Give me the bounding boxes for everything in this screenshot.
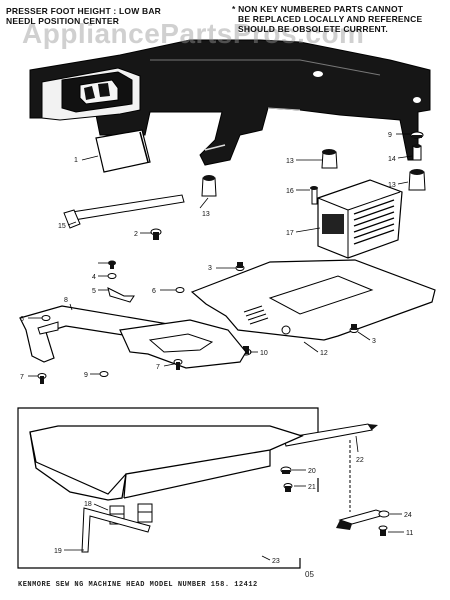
callout-9a: 9 (388, 132, 392, 139)
part-1-cover-plate (95, 129, 151, 173)
callout-14: 14 (388, 156, 396, 163)
callout-11: 11 (406, 530, 413, 537)
callout-15: 15 (58, 223, 66, 230)
part-2-screw (150, 228, 162, 240)
callout-16: 16 (286, 188, 294, 195)
part-19-l-rod (81, 507, 151, 553)
nonkey-note-line1: * NON KEY NUMBERED PARTS CANNOT (232, 4, 404, 14)
part-8-channel-bracket (19, 305, 185, 363)
callout-18: 18 (84, 501, 92, 508)
extension-table (29, 425, 304, 501)
part-20-21-screws (280, 466, 293, 492)
part-9-14-right-stack (410, 131, 424, 161)
callout-5: 5 (92, 288, 96, 295)
callout-2: 2 (134, 231, 138, 238)
middle-bracket (119, 319, 247, 369)
callout-24: 24 (404, 512, 412, 519)
part-17-bracket-box (317, 179, 403, 259)
callout-numbers: 1 2 3 3 4 5 6 6 7 7 8 9 9 10 11 12 13 13… (20, 132, 413, 565)
nonkey-note-line2: BE REPLACED LOCALLY AND REFERENCE (238, 14, 423, 24)
callout-3a: 3 (208, 265, 212, 272)
callout-1: 1 (74, 157, 78, 164)
callout-7b: 7 (156, 364, 160, 371)
machine-head-casting (29, 39, 431, 166)
small-screws-left (37, 260, 185, 384)
presser-foot-note-line1: PRESSER FOOT HEIGHT : LOW BAR (6, 6, 162, 16)
watermark-text: AppliancePartsPros.com (22, 18, 365, 49)
callout-10: 10 (260, 350, 268, 357)
callout-12: 12 (320, 350, 328, 357)
leader-lines-lower (64, 435, 404, 561)
callout-9b: 9 (84, 372, 88, 379)
callout-19: 19 (54, 548, 62, 555)
part-12-base-plate (190, 259, 436, 341)
part-15-pin (63, 194, 185, 229)
callout-20: 20 (308, 468, 316, 475)
callout-22: 22 (356, 457, 364, 464)
part-13-rubber-feet (201, 149, 426, 197)
callout-23: 23 (272, 558, 280, 565)
callout-7a: 7 (20, 374, 24, 381)
callout-21: 21 (308, 484, 316, 491)
part-24-11-bracket (336, 440, 390, 536)
callout-6a: 6 (20, 316, 24, 323)
callout-17: 17 (286, 230, 294, 237)
page-number: 05 (305, 570, 314, 579)
callout-3b: 3 (372, 338, 376, 345)
callout-4: 4 (92, 274, 96, 281)
callout-13b: 13 (286, 158, 294, 165)
callout-6b: 6 (152, 288, 156, 295)
lower-section-frame (17, 407, 319, 569)
footer-model-caption: KENMORE SEW NG MACHINE HEAD MODEL NUMBER… (18, 581, 258, 589)
leader-lines-top (28, 133, 413, 377)
callout-8: 8 (64, 297, 68, 304)
nonkey-note-line3: SHOULD BE OBSOLETE CURRENT. (238, 24, 388, 34)
callout-13a: 13 (202, 211, 210, 218)
callout-13c: 13 (388, 182, 396, 189)
part-16-screw (310, 186, 318, 205)
presser-foot-note-line2: NEEDL POSITION CENTER (6, 16, 120, 26)
